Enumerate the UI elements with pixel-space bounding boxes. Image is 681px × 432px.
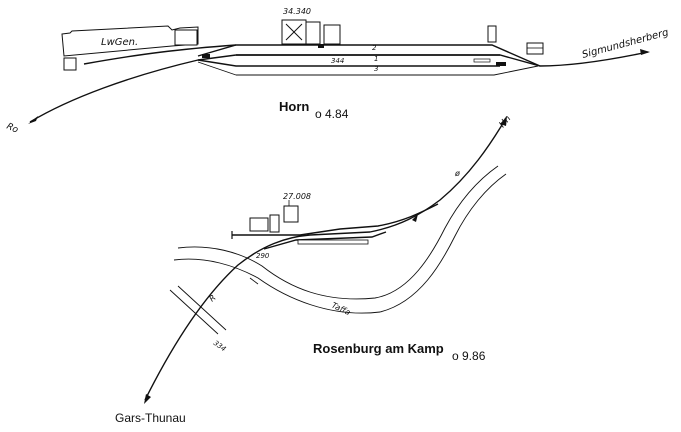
taffa-river-bank-north (177, 165, 499, 300)
horn-building-number: 34.340 (283, 7, 311, 16)
horn-freight-label: LwGen. (101, 37, 138, 48)
rosenburg-station-wing (269, 214, 280, 233)
horn-annex-building (174, 29, 198, 46)
rosenburg-mark-signal: ø (454, 169, 460, 178)
rosenburg-building-number: 27.008 (283, 192, 311, 201)
horn-freight-spur (83, 44, 237, 65)
rosenburg-station-km: o 9.86 (452, 349, 486, 363)
horn-station-km: o 4.84 (315, 107, 349, 121)
horn-goods-shed (526, 42, 544, 55)
rosenburg-main-line (144, 119, 506, 401)
rosenburg-loop-track (263, 231, 387, 250)
railway-bridge-lines (169, 285, 227, 335)
rosenburg-south-destination: Gars-Thunau (115, 411, 186, 425)
horn-left-arrow-icon (28, 116, 38, 124)
rosenburg-outbuilding (283, 205, 299, 223)
horn-track-1-label: 1 (374, 55, 378, 63)
horn-track-4 (236, 65, 539, 76)
horn-track-km-label: 344 (331, 57, 344, 65)
horn-small-shed (63, 57, 77, 71)
horn-main-line-right (236, 51, 649, 67)
rosenburg-south-arrow-icon (144, 394, 151, 404)
rosenburg-station-plan: Taffa 334 27.008 290 R ø Hn Gars-Thunau … (115, 114, 514, 425)
horn-station-plan: LwGen. 34.340 2 1 3 344 Ro (5, 7, 670, 136)
rosenburg-siding (232, 203, 439, 236)
horn-left-destination: Ro (5, 122, 20, 136)
taffa-river-label: Taffa (330, 301, 352, 317)
rosenburg-north-arrow-icon (500, 116, 507, 126)
horn-station-outbuilding (323, 24, 341, 45)
horn-track-2 (197, 44, 541, 67)
horn-track-3 (197, 59, 500, 67)
rosenburg-track-km: 290 (256, 252, 270, 260)
rosenburg-bridge-km: 334 (212, 339, 228, 353)
rosenburg-mark-r: R (208, 293, 218, 303)
rosenburg-station-name: Rosenburg am Kamp (313, 341, 444, 356)
horn-signal-box (487, 25, 497, 43)
taffa-river-bank-south (173, 173, 507, 314)
horn-station-name: Horn (279, 99, 309, 114)
horn-freight-building (61, 25, 199, 57)
horn-station-wing (305, 21, 321, 45)
horn-track-2-label: 2 (372, 44, 377, 52)
horn-track-3-label: 3 (374, 65, 378, 73)
rosenburg-station-building (249, 217, 269, 232)
horn-right-arrow-icon (640, 49, 650, 55)
horn-main-line-left (29, 54, 237, 123)
